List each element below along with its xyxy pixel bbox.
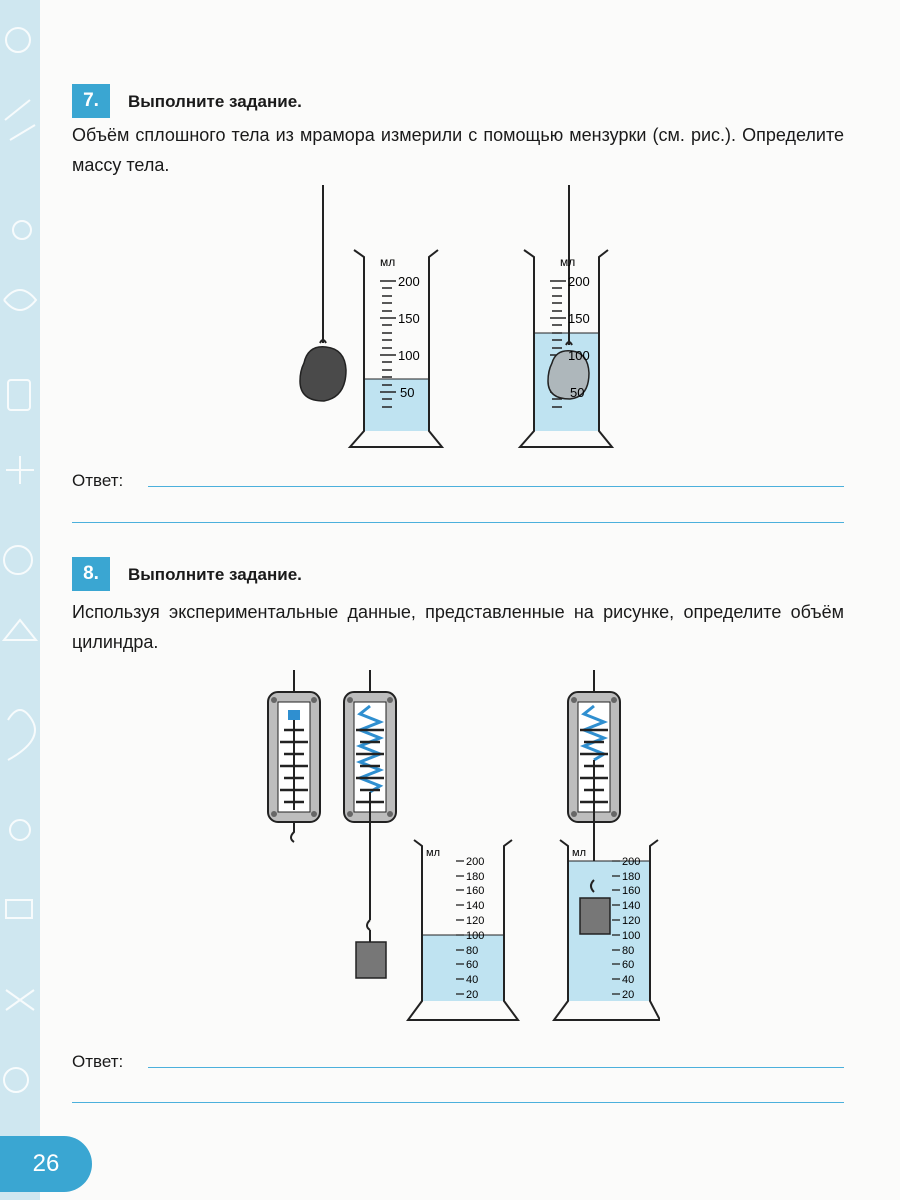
task8-tick-label: 200 — [466, 856, 484, 868]
task8-title: Выполните задание. — [128, 565, 302, 584]
task7-answer-line-2[interactable] — [72, 522, 844, 523]
task7-answer-label: Ответ: — [72, 471, 124, 490]
task7-tick-label: 150 — [398, 311, 420, 326]
task7-number-badge: 7. — [72, 84, 110, 118]
task8-tick-label: 200 — [622, 856, 640, 868]
task8-text: Используя экспериментальные данные, пред… — [72, 602, 844, 652]
task7-tick-label: 150 — [568, 311, 590, 326]
task8-tick-label: 40 — [622, 974, 634, 986]
task7-cylinder-right: мл 200 150 100 50 — [517, 185, 615, 448]
task8-tick-label: 80 — [466, 945, 478, 957]
dynamometer-with-cylinder — [343, 670, 397, 979]
marble-body-outside — [299, 185, 347, 402]
task7-tick-label: 50 — [570, 385, 584, 400]
task8-answer-line-2[interactable] — [72, 1102, 844, 1103]
task8-cylinder-right: мл 200 180 160 140 120 100 80 60 40 20 — [552, 839, 660, 1021]
task7-tick-label: 50 — [400, 385, 414, 400]
task8-tick-label: 100 — [622, 930, 640, 942]
task7-answer-line-1[interactable] — [148, 486, 844, 487]
task7-unit-left: мл — [380, 255, 395, 269]
task8-tick-label: 20 — [622, 989, 634, 1001]
task8-tick-label: 160 — [622, 885, 640, 897]
task8-tick-label: 20 — [466, 989, 478, 1001]
task8-tick-label: 120 — [622, 915, 640, 927]
task8-tick-label: 180 — [622, 871, 640, 883]
task7-title: Выполните задание. — [128, 92, 302, 111]
task8-tick-label: 80 — [622, 945, 634, 957]
dynamometer-cylinder-submerged — [567, 670, 621, 880]
task8-tick-label: 60 — [466, 959, 478, 971]
task8-unit-left: мл — [426, 847, 440, 859]
task8-tick-label: 180 — [466, 871, 484, 883]
task8-tick-label: 140 — [622, 900, 640, 912]
task7-tick-label: 100 — [398, 348, 420, 363]
task8-tick-label: 160 — [466, 885, 484, 897]
page-number: 26 — [0, 1136, 92, 1192]
sidebar-decoration — [0, 0, 40, 1200]
task8-tick-label: 140 — [466, 900, 484, 912]
task7-tick-label: 100 — [568, 348, 590, 363]
dynamometer-empty — [267, 670, 321, 843]
task8-number-badge: 8. — [72, 557, 110, 591]
task8-tick-label: 100 — [466, 930, 484, 942]
task8-answer-line-1[interactable] — [148, 1067, 844, 1068]
task7-tick-label: 200 — [398, 274, 420, 289]
task8-tick-label: 40 — [466, 974, 478, 986]
task8-answer-label: Ответ: — [72, 1052, 124, 1071]
task8-cylinder-left: мл 200 180 160 140 120 100 80 60 40 20 — [406, 839, 520, 1021]
task8-tick-label: 120 — [466, 915, 484, 927]
task7-tick-label: 200 — [568, 274, 590, 289]
task8-tick-label: 60 — [622, 959, 634, 971]
task7-figure: мл 200 150 100 50 мл 200 150 100 50 — [299, 185, 615, 448]
task7-unit-right: мл — [560, 255, 575, 269]
task8-figure: мл 200 180 160 140 120 100 80 60 40 20 — [267, 670, 660, 1021]
task7-text: Объём сплошного тела из мрамора измерили… — [72, 125, 844, 175]
task8-unit-right: мл — [572, 847, 586, 859]
task7-cylinder-left: мл 200 150 100 50 — [347, 249, 445, 448]
